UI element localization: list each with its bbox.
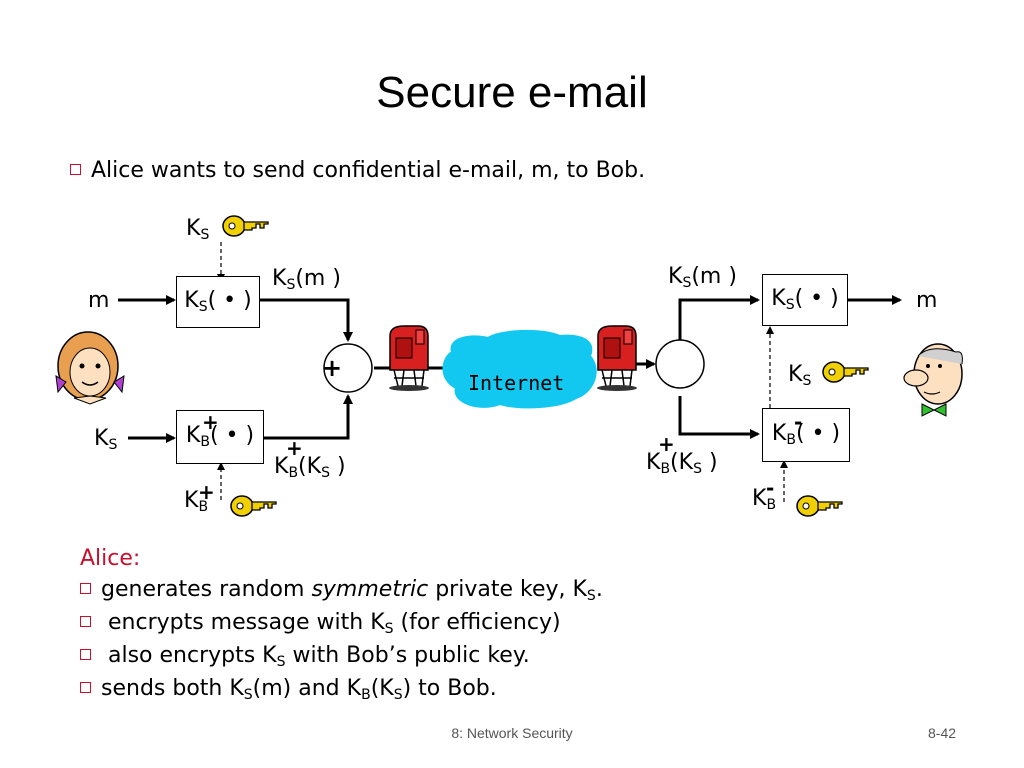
arrow-split-to-kb-box (678, 396, 760, 439)
box-func: ( • ) (795, 421, 841, 446)
label-ks-in: KS (94, 426, 118, 453)
box-key-sub: B (200, 434, 210, 450)
key-icon (230, 495, 277, 517)
label-kb-minus-sign: - (766, 476, 775, 500)
intro-text: Alice wants to send confidential e-mail,… (91, 158, 646, 183)
combine-plus-sign: + (322, 354, 343, 382)
receiver-sym-decrypt-box: KS( • ) (762, 274, 848, 326)
label-ksm-receiver: KS(m ) (668, 264, 737, 291)
box-key-letter: K (771, 421, 787, 446)
bullet-box-icon (80, 616, 91, 627)
footer-page-number: 8-42 (928, 725, 957, 741)
box-key-letter: K (185, 423, 201, 448)
footer-center: 8: Network Security (451, 725, 573, 741)
internet-cloud (442, 329, 597, 409)
label-kb-minus: KB (752, 486, 777, 513)
label-ks-top: KS (186, 216, 210, 243)
bob-face-icon (903, 343, 963, 417)
note-line-4: sends both KS(m) and KB(KS) to Bob. (80, 676, 603, 703)
label-ks-receiver: KS (788, 362, 812, 389)
key-icon (796, 495, 843, 517)
alice-notes: Alice: generates random symmetric privat… (80, 546, 603, 703)
note-line-1: generates random symmetric private key, … (80, 577, 603, 604)
note-line-2: encrypts message with KS (for efficiency… (80, 610, 603, 637)
sender-sym-encrypt-box: KS( • ) (176, 276, 260, 328)
split-circle (655, 339, 705, 389)
bullet-box-icon (80, 682, 91, 693)
alice-heading: Alice: (80, 546, 141, 571)
box-key-sub: S (785, 297, 795, 313)
label-kb-plus-sign: + (198, 480, 215, 504)
note-line-3: also encrypts KS with Bob’s public key. (80, 643, 603, 670)
box-func: ( • ) (207, 288, 252, 313)
box-key-letter: K (184, 288, 199, 313)
box-plus-sign: + (202, 410, 219, 434)
key-icon (222, 215, 269, 237)
label-kbks-receiver: KB(KS ) (646, 450, 718, 477)
slide-title: Secure e-mail (376, 68, 648, 117)
box-key-sub: B (786, 432, 796, 448)
mailbox-icon (596, 325, 638, 392)
arrow-ksm-to-plus (260, 298, 353, 342)
bullet-box-icon (80, 583, 91, 594)
label-ksm-sender: KS(m ) (272, 266, 341, 293)
label-kbks-sender-plus: + (286, 436, 303, 460)
key-icon (822, 361, 869, 383)
box-func: ( • ) (794, 286, 839, 311)
alice-face-icon (55, 331, 125, 405)
sender-pubkey-encrypt-box: KB( • ) (176, 410, 264, 464)
box-key-letter: K (771, 286, 786, 311)
internet-label: Internet (468, 371, 565, 395)
arrow-kbks-to-plus (264, 394, 353, 440)
mailbox-icon (388, 325, 430, 392)
bullet-box-icon (80, 649, 91, 660)
box-key-sub: S (198, 299, 208, 315)
receiver-privkey-decrypt-box: KB( • ) (762, 408, 850, 462)
box-func: ( • ) (209, 423, 255, 448)
label-kb-plus: KB (184, 488, 209, 515)
combine-circle (323, 343, 373, 393)
intro-bullet: Alice wants to send confidential e-mail,… (70, 158, 645, 183)
box-minus-sign: - (794, 410, 803, 434)
label-kbks-sender: KB(KS ) (274, 454, 346, 481)
label-m-in: m (88, 288, 110, 313)
label-kbks-receiver-plus: + (658, 432, 675, 456)
label-m-out: m (916, 288, 938, 313)
bullet-box-icon (70, 164, 81, 175)
arrow-split-to-ks-box (678, 295, 760, 340)
